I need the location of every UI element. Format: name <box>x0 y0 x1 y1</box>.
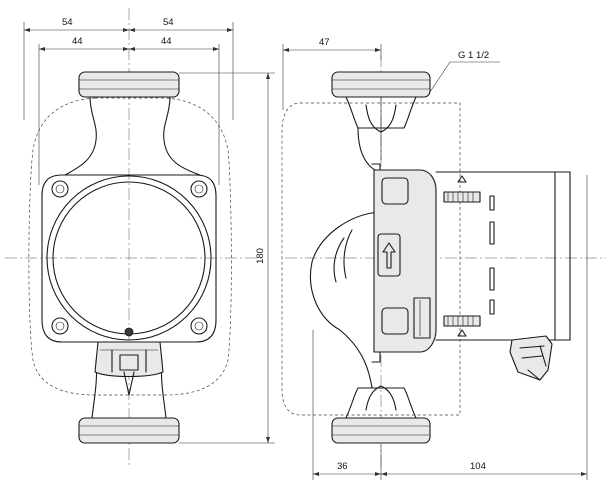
front-pump-body <box>64 96 201 176</box>
front-dimensions: 54 54 44 44 180 <box>23 17 275 444</box>
side-bolts <box>443 175 481 337</box>
side-display-panel <box>413 297 431 339</box>
dim-inner-right: 44 <box>161 36 172 47</box>
dim-height: 180 <box>255 248 266 264</box>
side-motor-housing <box>435 171 571 341</box>
side-dimensions: 47 G 1 1/2 36 104 <box>282 37 588 480</box>
side-cooling-fins <box>489 195 495 315</box>
front-bottom-flange <box>78 417 180 444</box>
dim-inner-left: 44 <box>72 36 83 47</box>
side-view <box>281 55 606 470</box>
dim-top-left: 54 <box>62 17 73 28</box>
front-view <box>5 8 262 465</box>
side-top-flange <box>331 71 431 98</box>
side-bottom-flange <box>331 417 431 444</box>
side-cable-connector <box>509 335 553 381</box>
dim-top-right: 54 <box>163 17 174 28</box>
front-top-flange <box>78 71 180 98</box>
dim-bottom-left: 36 <box>337 461 348 472</box>
dim-bottom-right: 104 <box>470 461 486 472</box>
flow-direction-arrow-icon <box>382 242 396 269</box>
front-screw-bosses <box>51 180 208 335</box>
thread-size-label: G 1 1/2 <box>458 50 489 61</box>
front-vent-screw <box>124 327 134 337</box>
front-motor-flange <box>41 174 217 343</box>
front-envelope-outline <box>28 97 232 396</box>
side-arrow-plate <box>377 233 401 277</box>
front-motor-housing <box>46 175 212 341</box>
front-terminal-box <box>94 341 164 377</box>
side-envelope-outline <box>281 102 461 416</box>
dim-side-top: 47 <box>319 37 330 48</box>
